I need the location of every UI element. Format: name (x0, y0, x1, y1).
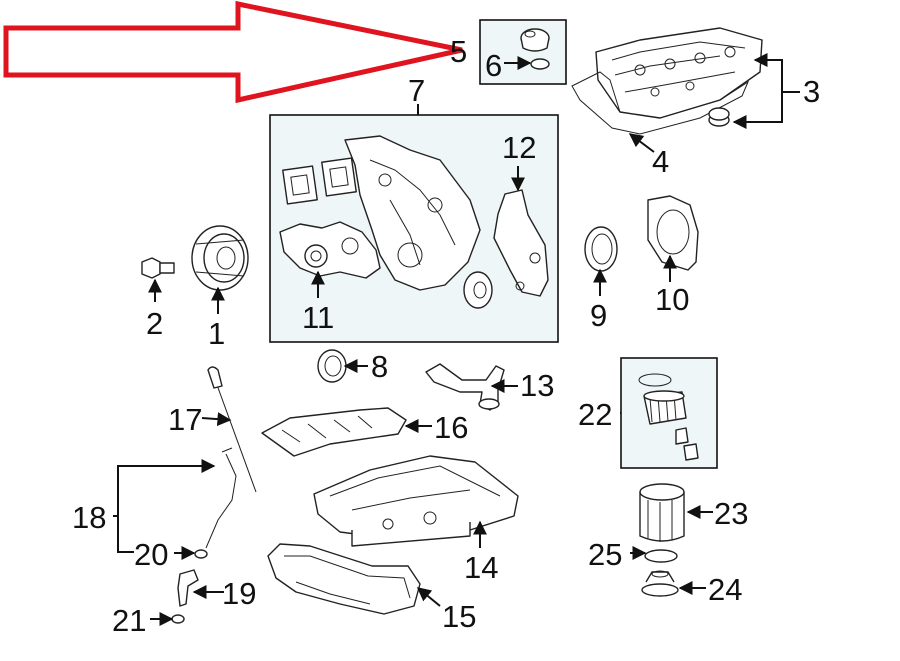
callout-13: 13 (520, 368, 554, 403)
bracket-o-ring (171, 614, 185, 624)
oil-drain-plug (641, 570, 679, 597)
box-oil-filler-cap (479, 19, 567, 85)
oil-filler-cap (520, 28, 550, 52)
callout-3: 3 (803, 74, 820, 109)
dipstick-tube-o-ring (194, 549, 208, 559)
callout-8: 8 (371, 349, 388, 384)
highlight-arrow (3, 0, 463, 104)
callout-16: 16 (434, 410, 468, 445)
filler-cap-gasket (530, 58, 550, 70)
timing-chain-guide (493, 189, 549, 297)
valve-cover (595, 27, 763, 119)
callout-6: 6 (485, 48, 502, 83)
callout-25: 25 (588, 537, 622, 572)
valve-cover-gasket (571, 71, 750, 135)
camshaft-seal (317, 349, 347, 383)
callout-17: 17 (168, 402, 202, 437)
oil-filter-housing (639, 483, 685, 542)
oil-dipstick (207, 366, 257, 493)
callout-labels: 1 2 3 4 5 6 7 8 9 10 11 12 13 14 15 16 1… (72, 34, 820, 638)
callout-18: 18 (72, 500, 106, 535)
callout-11: 11 (302, 300, 334, 335)
oil-baffle-plate (261, 407, 407, 457)
leader-lines (113, 53, 800, 626)
callout-10: 10 (655, 282, 689, 317)
idler-sprocket (463, 271, 493, 309)
callout-2: 2 (146, 306, 163, 341)
callout-23: 23 (714, 496, 748, 531)
crankshaft-pulley (191, 225, 249, 291)
filter-housing-gasket (644, 549, 678, 563)
rear-seal-retainer (647, 195, 699, 271)
callout-14: 14 (464, 550, 498, 585)
pulley-bolt (141, 257, 175, 279)
dipstick-tube (205, 447, 237, 549)
oil-pickup-tube (425, 363, 505, 411)
spark-plug-tube-seal (708, 107, 730, 127)
callout-21: 21 (112, 603, 146, 638)
timing-cover-gaskets (282, 157, 357, 205)
dipstick-bracket (177, 569, 199, 607)
oil-filter-element (638, 373, 699, 461)
callout-19: 19 (222, 576, 256, 611)
callout-1: 1 (208, 316, 225, 351)
callout-22: 22 (578, 397, 612, 432)
upper-oil-pan (313, 455, 519, 547)
callout-7: 7 (408, 73, 425, 108)
callout-15: 15 (442, 599, 476, 634)
front-crank-seal (584, 226, 618, 272)
timing-chain-cover (344, 135, 481, 291)
water-pump (279, 221, 381, 279)
callout-9: 9 (590, 298, 607, 333)
callout-5: 5 (450, 34, 467, 69)
callout-20: 20 (134, 537, 168, 572)
callout-24: 24 (708, 572, 742, 607)
callout-4: 4 (652, 144, 669, 179)
callout-12: 12 (502, 130, 536, 165)
lower-oil-pan (267, 543, 421, 615)
